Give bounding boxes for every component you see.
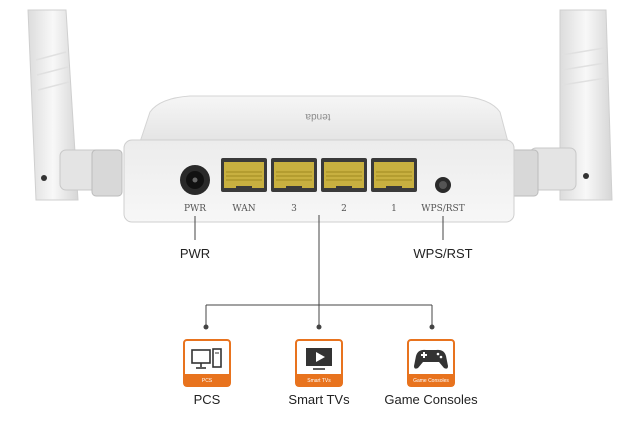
ethernet-port-2 — [321, 158, 367, 192]
connector-dot-right — [429, 324, 435, 330]
pc-icon — [191, 348, 222, 369]
brand-logo: tenda — [305, 111, 330, 122]
device-label-game-consoles: Game Consoles — [384, 392, 478, 407]
port-label-3: 3 — [291, 204, 297, 214]
tv-icon — [306, 348, 332, 370]
left-antenna — [27, 9, 123, 201]
connector-dot-center — [316, 324, 322, 330]
gamepad-icon — [414, 349, 448, 369]
device-label-smart-tvs: Smart TVs — [288, 392, 350, 407]
ethernet-port-3 — [271, 158, 317, 192]
device-badge-pcs: PCS — [202, 378, 213, 384]
ethernet-port-1 — [371, 158, 417, 192]
port-label-2: 2 — [341, 204, 347, 214]
ethernet-port-wan — [221, 158, 267, 192]
connector-dot-left — [203, 324, 209, 330]
port-label-wan: WAN — [232, 204, 255, 214]
device-badge-smart-tvs: Smart TVs — [307, 378, 331, 384]
port-label-wps-rst: WPS/RST — [421, 204, 464, 214]
device-badge-game-consoles: Game Consoles — [413, 378, 449, 384]
port-label-1: 1 — [391, 204, 397, 214]
device-pcs: PCS — [183, 339, 231, 387]
wps-rst-button — [435, 177, 451, 193]
lan-connection-lines — [205, 215, 433, 325]
pwr-callout-label: PWR — [180, 246, 210, 261]
port-label-pwr: PWR — [184, 204, 206, 214]
device-smart-tvs: Smart TVs — [295, 339, 343, 387]
device-game-consoles: Game Consoles — [407, 339, 455, 387]
power-jack — [180, 165, 210, 195]
router-top-shell — [139, 95, 509, 143]
right-antenna — [509, 9, 613, 201]
device-label-pcs: PCS — [194, 392, 221, 407]
wps-rst-callout-label: WPS/RST — [413, 246, 472, 261]
